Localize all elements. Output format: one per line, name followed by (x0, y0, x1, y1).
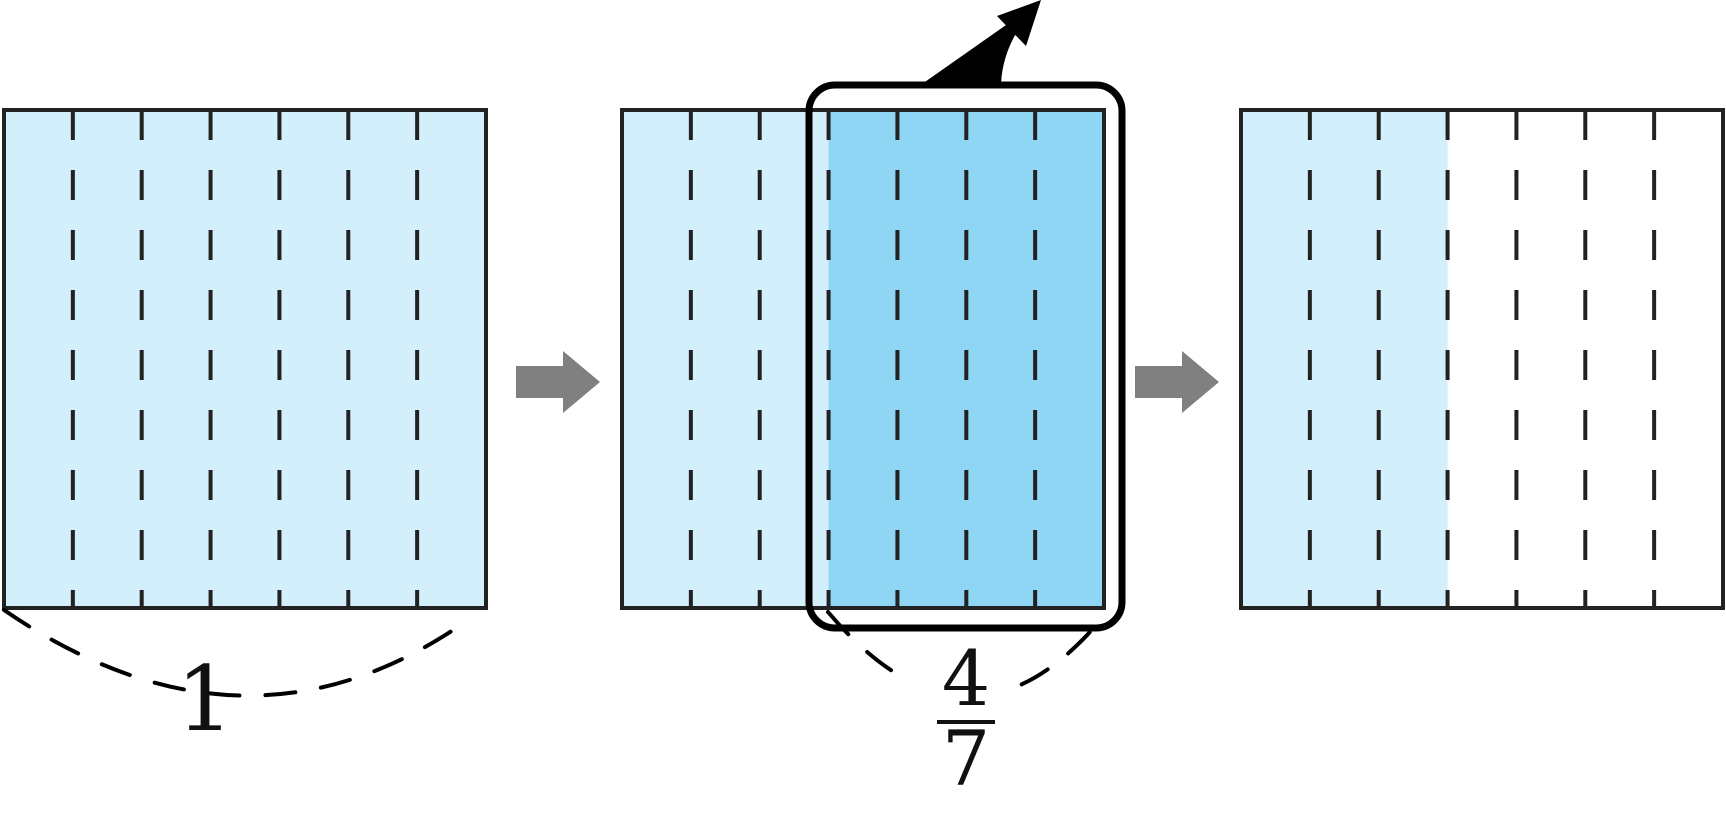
panel-split-border (620, 108, 1106, 610)
panel-remainder-light-region (1241, 110, 1448, 608)
curved-up-right-arrow-icon (922, 0, 1041, 84)
panel-split (620, 108, 1106, 610)
step-arrow-1 (516, 351, 600, 413)
fraction-label-background (905, 638, 1015, 788)
step-arrow-2 (1135, 351, 1219, 413)
panel-whole-light-region (4, 110, 486, 608)
panel-whole-divider-lines (70, 110, 420, 608)
panel-split-light-region (622, 110, 829, 608)
fraction-bar (937, 720, 995, 724)
fraction-label: 4 7 (905, 634, 1015, 803)
fraction-denominator: 7 (942, 714, 990, 803)
panel-remainder-border (1239, 108, 1725, 610)
fraction-numerator: 4 (942, 634, 990, 723)
panel-remainder-divider-lines (1307, 110, 1657, 608)
panel-remainder (1239, 108, 1725, 610)
whole-label: 1 (176, 647, 233, 752)
panel-split-divider-lines (688, 110, 1038, 608)
panel-whole (2, 108, 488, 610)
selection-box (805, 81, 1126, 632)
panel-whole-border (2, 108, 488, 610)
whole-brace (2, 608, 467, 698)
